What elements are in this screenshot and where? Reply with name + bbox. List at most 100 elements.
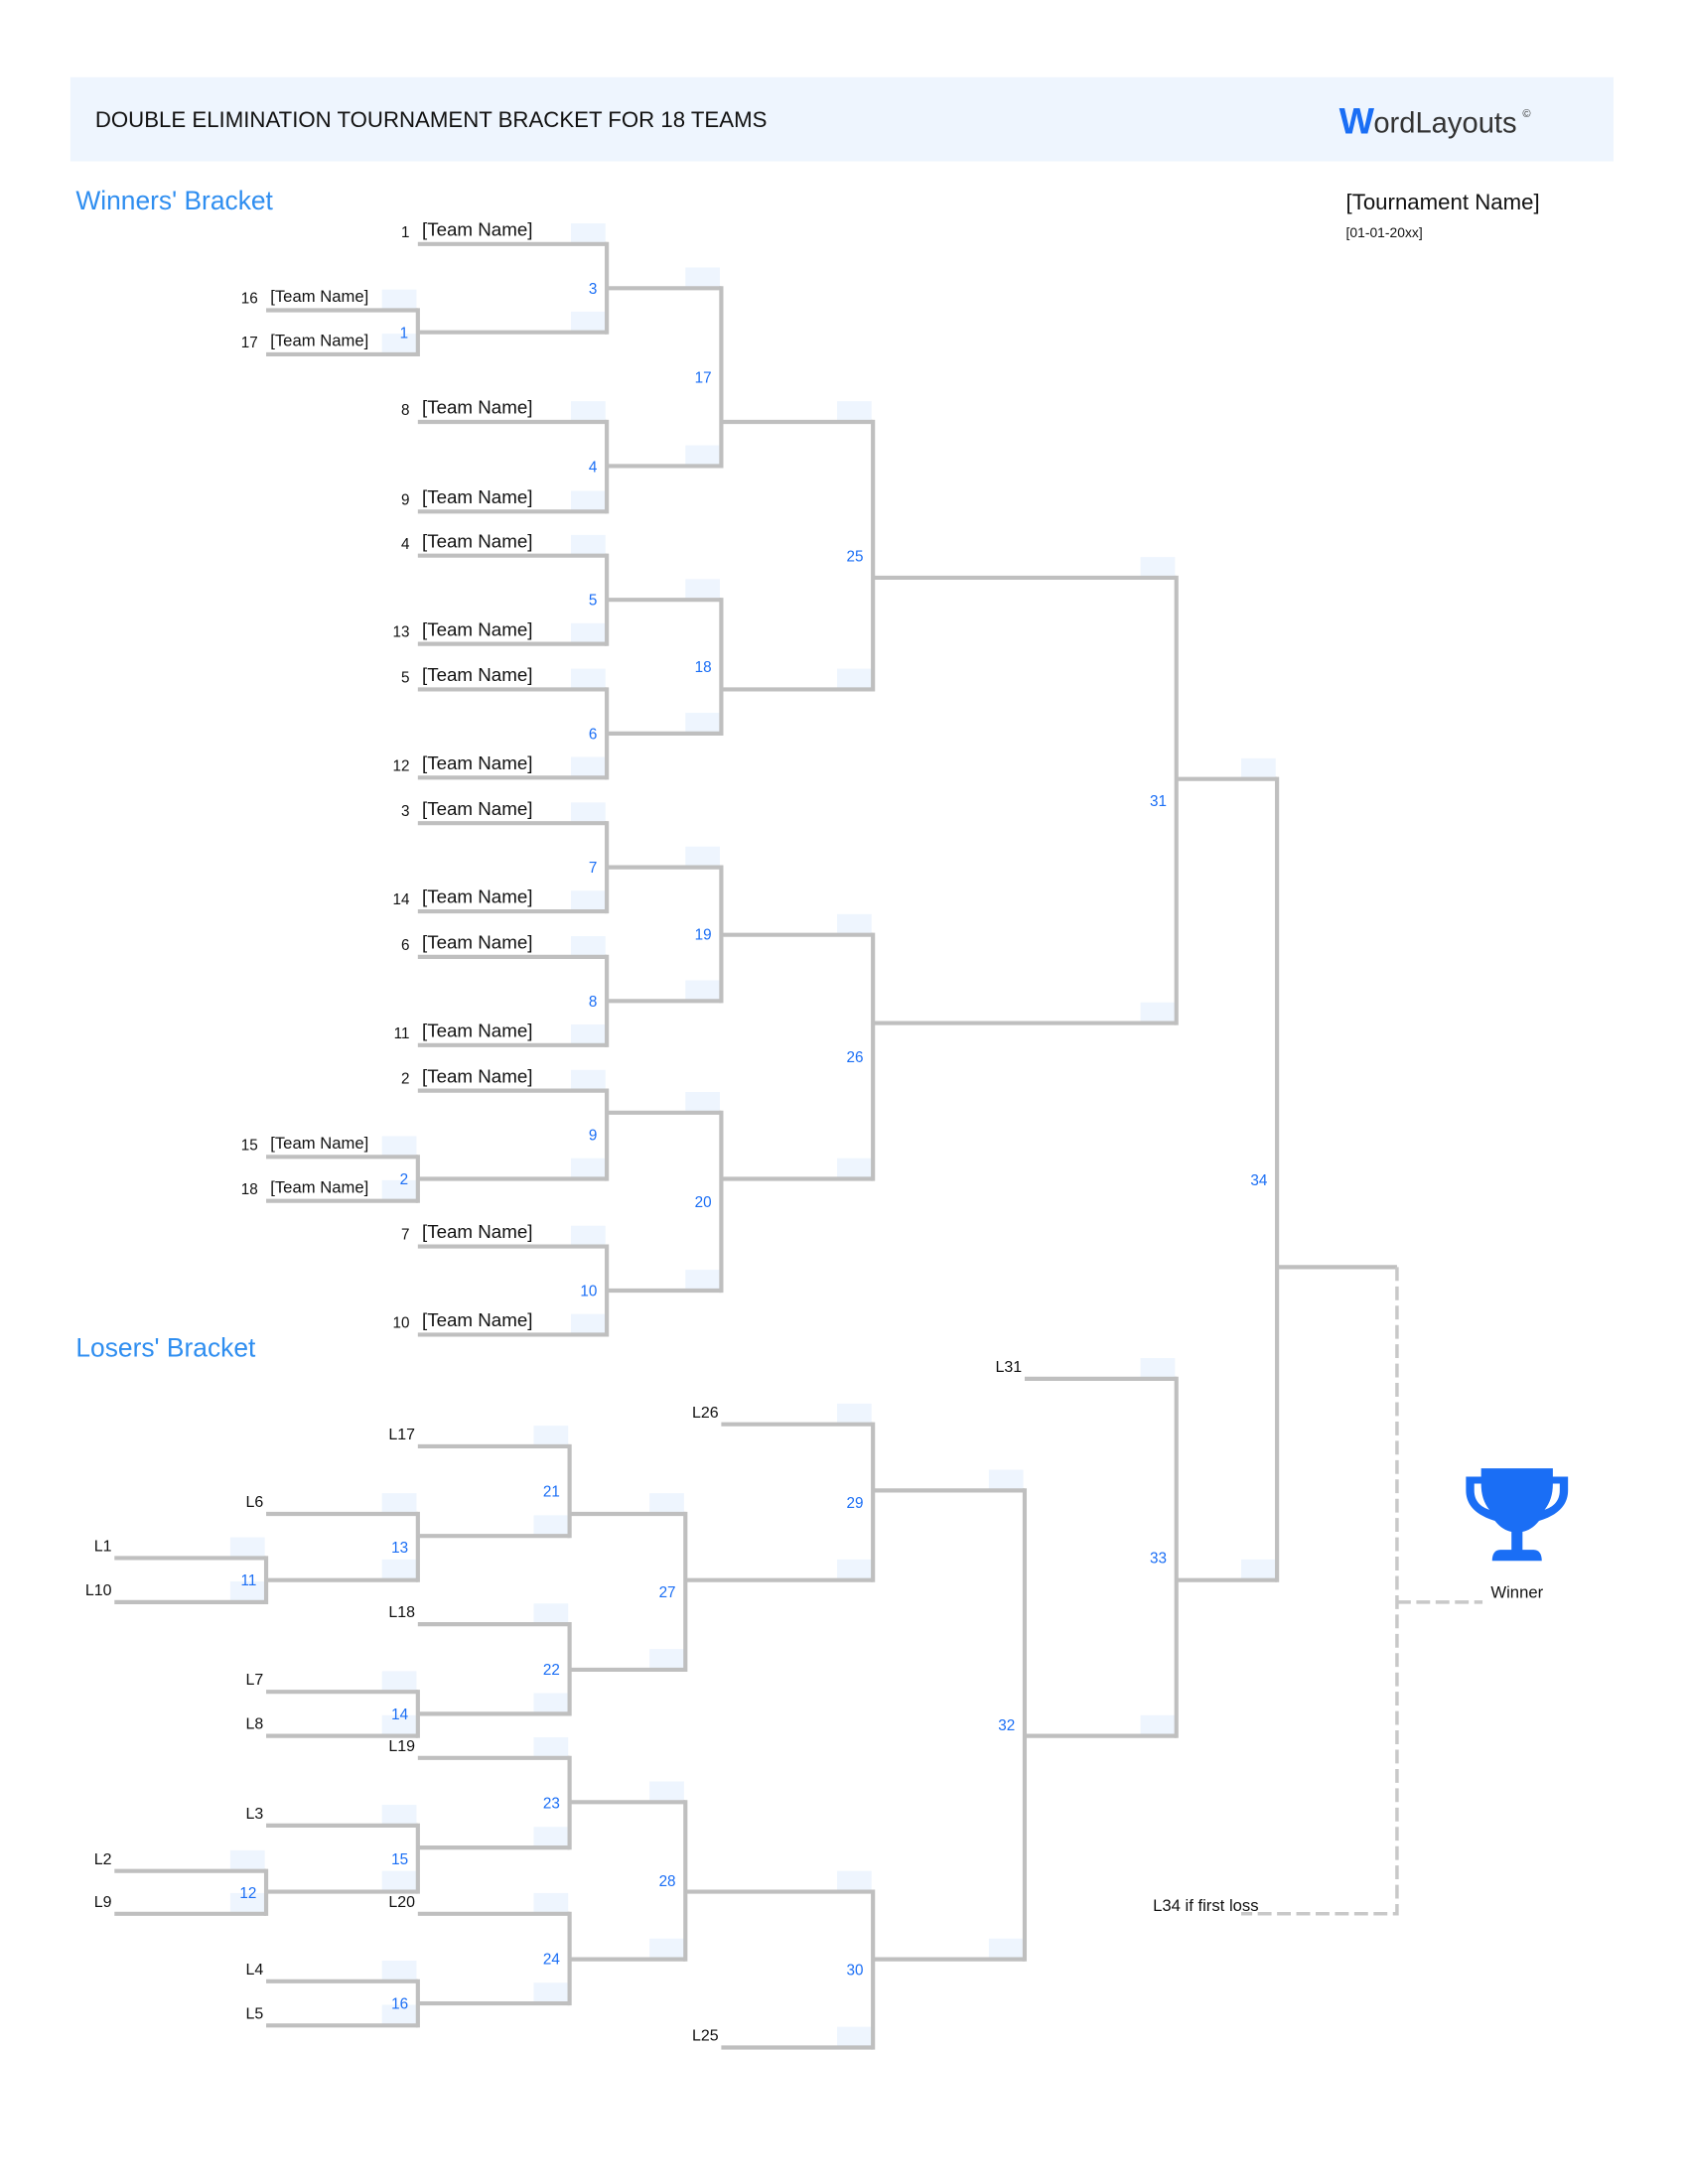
team-name[interactable]: [Team Name] bbox=[422, 664, 533, 685]
match-number: 22 bbox=[543, 1662, 560, 1679]
score-box[interactable] bbox=[571, 311, 606, 332]
score-box[interactable] bbox=[685, 846, 720, 867]
page-title: DOUBLE ELIMINATION TOURNAMENT BRACKET FO… bbox=[95, 107, 768, 132]
score-box[interactable] bbox=[229, 1581, 265, 1601]
score-box[interactable] bbox=[1241, 1559, 1276, 1579]
score-box[interactable] bbox=[837, 401, 872, 421]
score-box[interactable] bbox=[685, 445, 720, 466]
team-name[interactable]: [Team Name] bbox=[270, 287, 368, 306]
team-name[interactable]: [Team Name] bbox=[270, 1134, 368, 1153]
match-number: 10 bbox=[580, 1284, 597, 1300]
score-box[interactable] bbox=[533, 1892, 569, 1913]
score-box[interactable] bbox=[571, 1024, 606, 1044]
score-box[interactable] bbox=[533, 1603, 569, 1623]
score-box[interactable] bbox=[381, 289, 417, 310]
score-box[interactable] bbox=[1140, 1714, 1176, 1735]
score-box[interactable] bbox=[533, 1426, 569, 1445]
score-box[interactable] bbox=[571, 490, 606, 510]
score-box[interactable] bbox=[533, 1982, 569, 2002]
score-box[interactable] bbox=[837, 1559, 872, 1579]
score-box[interactable] bbox=[1140, 557, 1176, 577]
score-box[interactable] bbox=[649, 1938, 684, 1959]
score-box[interactable] bbox=[533, 1827, 569, 1846]
seed-number: 16 bbox=[241, 291, 258, 308]
score-box[interactable] bbox=[381, 1671, 417, 1691]
score-box[interactable] bbox=[571, 223, 606, 243]
team-name[interactable]: [Team Name] bbox=[422, 618, 533, 639]
team-name[interactable]: [Team Name] bbox=[422, 1065, 533, 1086]
score-box[interactable] bbox=[533, 1737, 569, 1757]
score-box[interactable] bbox=[571, 401, 606, 421]
score-box[interactable] bbox=[571, 668, 606, 689]
score-box[interactable] bbox=[533, 1515, 569, 1535]
seed-number: 18 bbox=[241, 1181, 258, 1198]
team-name[interactable]: [Team Name] bbox=[422, 397, 533, 418]
score-box[interactable] bbox=[1140, 1002, 1176, 1023]
score-box[interactable] bbox=[649, 1493, 684, 1513]
score-box[interactable] bbox=[381, 1805, 417, 1825]
score-box[interactable] bbox=[685, 980, 720, 1000]
score-box[interactable] bbox=[988, 1469, 1024, 1489]
score-box[interactable] bbox=[685, 1270, 720, 1290]
team-name[interactable]: [Team Name] bbox=[422, 486, 533, 507]
team-name[interactable]: [Team Name] bbox=[422, 219, 533, 240]
score-box[interactable] bbox=[571, 534, 606, 555]
score-box[interactable] bbox=[381, 1714, 417, 1735]
score-box[interactable] bbox=[837, 913, 872, 934]
score-box[interactable] bbox=[649, 1781, 684, 1801]
score-box[interactable] bbox=[381, 1559, 417, 1579]
score-box[interactable] bbox=[571, 622, 606, 643]
tournament-date[interactable]: [01-01-20xx] bbox=[1346, 224, 1423, 240]
score-box[interactable] bbox=[685, 713, 720, 733]
team-name[interactable]: [Team Name] bbox=[422, 1020, 533, 1040]
score-box[interactable] bbox=[229, 1537, 265, 1558]
match-number: 31 bbox=[1150, 793, 1167, 810]
team-name[interactable]: [Team Name] bbox=[422, 1221, 533, 1242]
team-name[interactable]: [Team Name] bbox=[422, 530, 533, 551]
score-box[interactable] bbox=[837, 1870, 872, 1891]
team-name[interactable]: [Team Name] bbox=[422, 1309, 533, 1330]
score-box[interactable] bbox=[381, 1179, 417, 1200]
score-box[interactable] bbox=[381, 1870, 417, 1891]
score-box[interactable] bbox=[837, 2026, 872, 2047]
team-name[interactable]: [Team Name] bbox=[422, 752, 533, 773]
team-name[interactable]: [Team Name] bbox=[422, 798, 533, 819]
team-name[interactable]: [Team Name] bbox=[422, 932, 533, 953]
score-box[interactable] bbox=[837, 1403, 872, 1424]
match-number: 1 bbox=[400, 325, 409, 341]
score-box[interactable] bbox=[571, 756, 606, 776]
score-box[interactable] bbox=[381, 334, 417, 353]
score-box[interactable] bbox=[1140, 1358, 1176, 1378]
seed-number: 7 bbox=[401, 1227, 410, 1244]
match-number: 8 bbox=[589, 994, 598, 1011]
score-box[interactable] bbox=[649, 1649, 684, 1669]
score-box[interactable] bbox=[685, 579, 720, 599]
score-box[interactable] bbox=[685, 1092, 720, 1112]
score-box[interactable] bbox=[571, 1158, 606, 1178]
score-box[interactable] bbox=[229, 1892, 265, 1913]
score-box[interactable] bbox=[229, 1849, 265, 1870]
team-name[interactable]: [Team Name] bbox=[422, 887, 533, 907]
score-box[interactable] bbox=[571, 936, 606, 956]
team-name[interactable]: [Team Name] bbox=[270, 1177, 368, 1196]
score-box[interactable] bbox=[571, 802, 606, 822]
score-box[interactable] bbox=[571, 1225, 606, 1246]
score-box[interactable] bbox=[381, 1961, 417, 1980]
score-box[interactable] bbox=[837, 668, 872, 689]
score-box[interactable] bbox=[571, 1069, 606, 1090]
score-box[interactable] bbox=[381, 1493, 417, 1513]
team-name[interactable]: [Team Name] bbox=[270, 332, 368, 350]
score-box[interactable] bbox=[571, 1313, 606, 1334]
trophy-icon bbox=[1466, 1468, 1569, 1562]
logo-mark: © bbox=[1522, 108, 1531, 120]
score-box[interactable] bbox=[381, 1136, 417, 1156]
score-box[interactable] bbox=[381, 2004, 417, 2024]
loser-source-label: L17 bbox=[388, 1427, 415, 1443]
score-box[interactable] bbox=[988, 1938, 1024, 1959]
score-box[interactable] bbox=[571, 890, 606, 910]
score-box[interactable] bbox=[837, 1158, 872, 1178]
score-box[interactable] bbox=[1241, 757, 1276, 778]
score-box[interactable] bbox=[533, 1693, 569, 1712]
score-box[interactable] bbox=[685, 267, 720, 287]
tournament-name[interactable]: [Tournament Name] bbox=[1346, 190, 1540, 214]
